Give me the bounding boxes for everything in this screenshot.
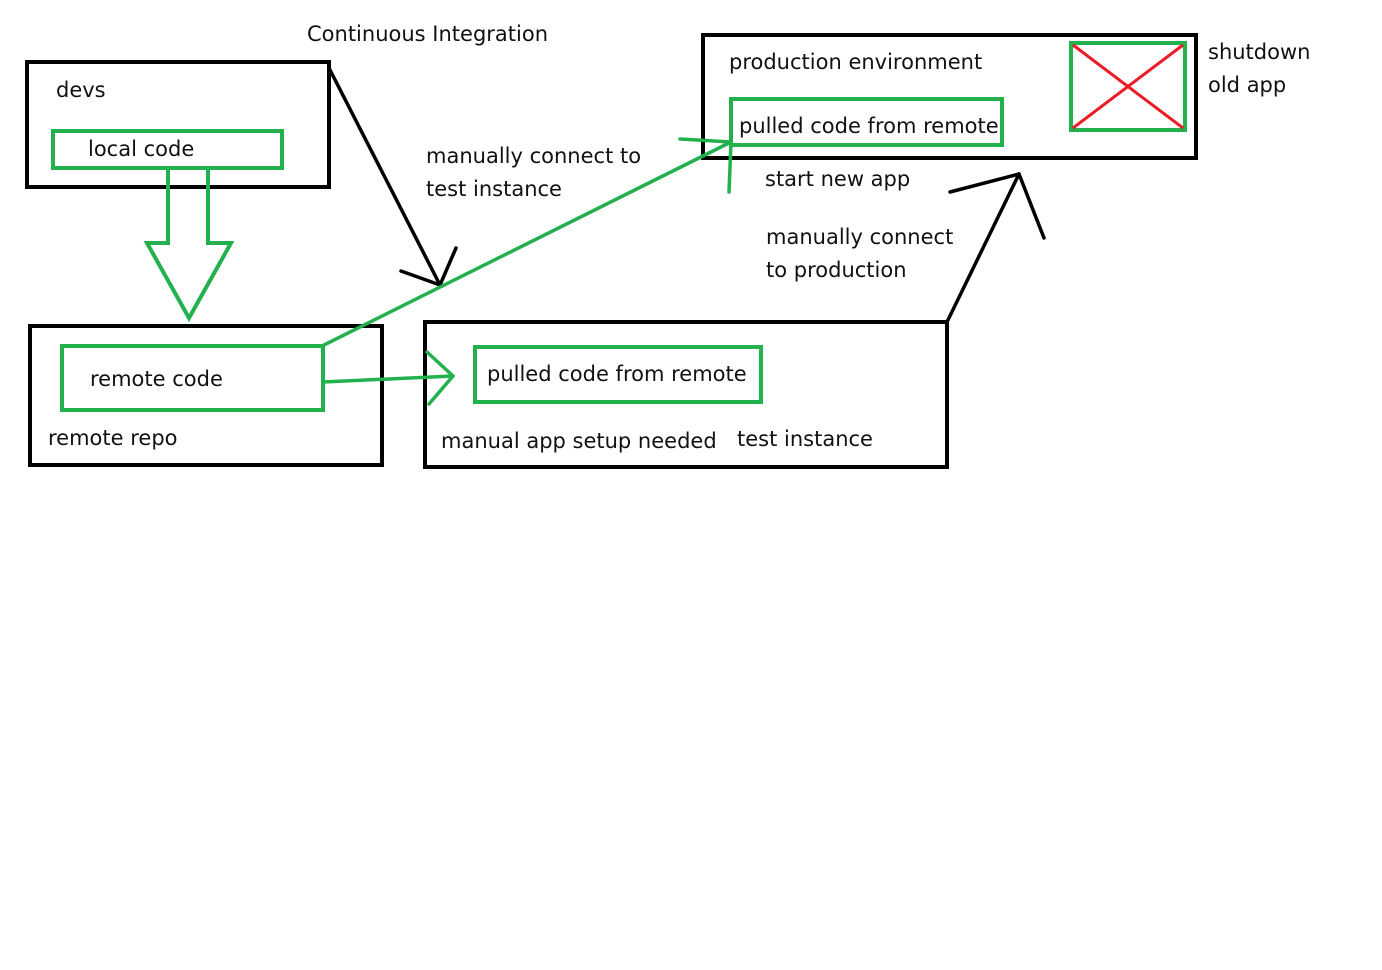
local-code-label: local code	[88, 137, 195, 161]
manual-setup-label: manual app setup needed	[441, 429, 717, 453]
start-new-app-label: start new app	[765, 167, 911, 191]
diagram-title: Continuous Integration	[307, 22, 548, 46]
test-instance-box	[423, 320, 949, 469]
push-arrow-icon	[143, 166, 235, 323]
test-pulled-code-box	[473, 345, 763, 404]
remote-code-label: remote code	[90, 367, 223, 391]
production-box	[701, 33, 1198, 160]
connect-test-label-line2: test instance	[426, 177, 562, 201]
shutdown-label-line1: shutdown	[1208, 40, 1311, 64]
pull-to-test-arrow-icon	[321, 350, 455, 406]
connect-prod-label-line1: manually connect	[766, 225, 954, 249]
promote-to-production-arrow-icon	[945, 172, 1046, 324]
ci-trigger-arrow-icon	[327, 66, 458, 287]
devs-box	[25, 60, 331, 189]
remote-code-box	[60, 344, 325, 412]
deploy-to-production-arrow-icon	[320, 137, 733, 348]
connect-prod-label-line2: to production	[766, 258, 907, 282]
old-app-crossed-icon	[1069, 41, 1187, 132]
prod-pulled-code-box	[729, 97, 1004, 147]
shutdown-label-line2: old app	[1208, 73, 1287, 97]
connect-test-label-line1: manually connect to	[426, 144, 642, 168]
devs-label: devs	[56, 78, 106, 102]
production-label: production environment	[729, 50, 983, 74]
remote-repo-label: remote repo	[48, 426, 178, 450]
remote-repo-box	[28, 324, 384, 467]
test-instance-label: test instance	[737, 427, 873, 451]
test-pulled-code-label: pulled code from remote	[487, 362, 747, 386]
prod-pulled-code-label: pulled code from remote	[739, 114, 999, 138]
